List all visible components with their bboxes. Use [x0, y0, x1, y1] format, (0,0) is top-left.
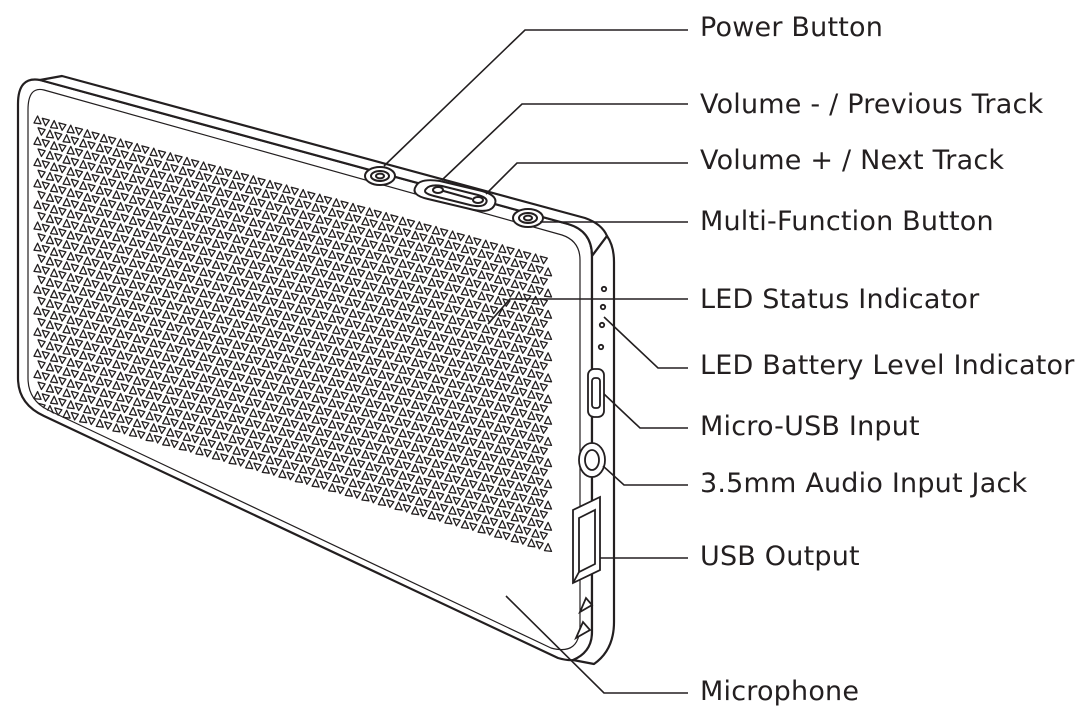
leader-audiojack — [602, 465, 688, 486]
microphone-label: Microphone — [700, 676, 860, 707]
speaker-grille — [33, 115, 553, 553]
side-ports — [572, 285, 608, 641]
usb-output-port-drawing — [572, 495, 601, 585]
leader-power — [383, 29, 688, 167]
volume-minus-label: Volume - / Previous Track — [700, 89, 1044, 120]
leader-microusb — [603, 393, 688, 429]
micro-usb-input-label: Micro-USB Input — [700, 411, 920, 442]
audio-input-jack-label: 3.5mm Audio Input Jack — [700, 468, 1028, 499]
volume-plus-label: Volume + / Next Track — [700, 145, 1005, 176]
leader-volminus — [441, 103, 688, 181]
leader-volplus — [485, 162, 688, 195]
power-button-label: Power Button — [700, 12, 884, 43]
volume-rocker-drawing — [413, 179, 497, 212]
usb-output-label: USB Output — [700, 541, 860, 572]
leader-lines — [383, 29, 688, 694]
leader-ledstatus — [487, 298, 688, 325]
top-buttons — [364, 166, 544, 228]
audio-jack-drawing — [578, 442, 606, 478]
led-battery-level-indicator-label: LED Battery Level Indicator — [700, 350, 1075, 381]
grille-triangles — [33, 115, 553, 553]
leader-mic — [505, 595, 688, 694]
led-dots — [597, 285, 608, 351]
micro-usb-port-drawing — [587, 368, 605, 418]
leader-ledbattery — [603, 316, 688, 369]
multi-function-button-label: Multi-Function Button — [700, 206, 994, 237]
multi-function-button-drawing — [512, 208, 544, 228]
side-triangles — [574, 596, 594, 641]
power-button-drawing — [364, 166, 396, 186]
led-status-indicator-label: LED Status Indicator — [700, 284, 980, 315]
